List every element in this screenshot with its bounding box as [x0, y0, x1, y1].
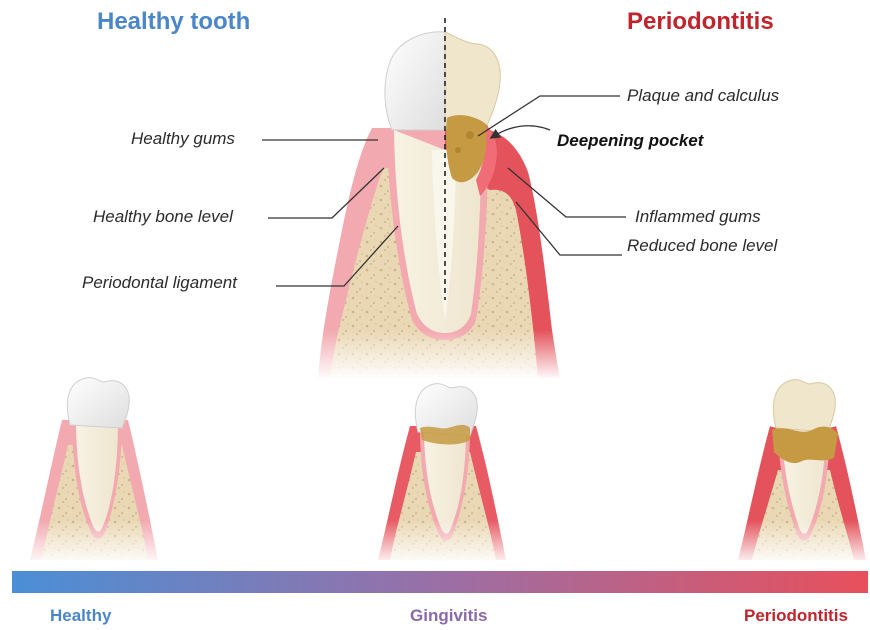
- stage-tooth-gingivitis: [370, 384, 520, 565]
- main-tooth: [300, 18, 580, 380]
- stage-tooth-periodontitis: [730, 380, 870, 565]
- stage-label-gingivitis: Gingivitis: [410, 606, 487, 626]
- label-inflammed-gums: Inflammed gums: [635, 207, 761, 227]
- crown-healthy: [385, 32, 445, 130]
- stage-label-healthy: Healthy: [50, 606, 111, 626]
- stage-label-periodontitis: Periodontitis: [744, 606, 848, 626]
- progression-gradient-bar: [12, 571, 868, 593]
- label-healthy-bone-level: Healthy bone level: [93, 207, 233, 227]
- crown-periodontitis: [445, 32, 500, 130]
- label-reduced-bone-level: Reduced bone level: [627, 236, 777, 256]
- label-healthy-gums: Healthy gums: [131, 129, 235, 149]
- label-plaque-and-calculus: Plaque and calculus: [627, 86, 779, 106]
- label-periodontal-ligament: Periodontal ligament: [82, 273, 237, 293]
- crown-healthy-small: [67, 378, 129, 428]
- crown-periodontitis-small: [773, 380, 835, 432]
- stage-tooth-healthy: [20, 378, 170, 565]
- label-deepening-pocket: Deepening pocket: [557, 131, 703, 151]
- plaque-periodontitis: [772, 427, 838, 464]
